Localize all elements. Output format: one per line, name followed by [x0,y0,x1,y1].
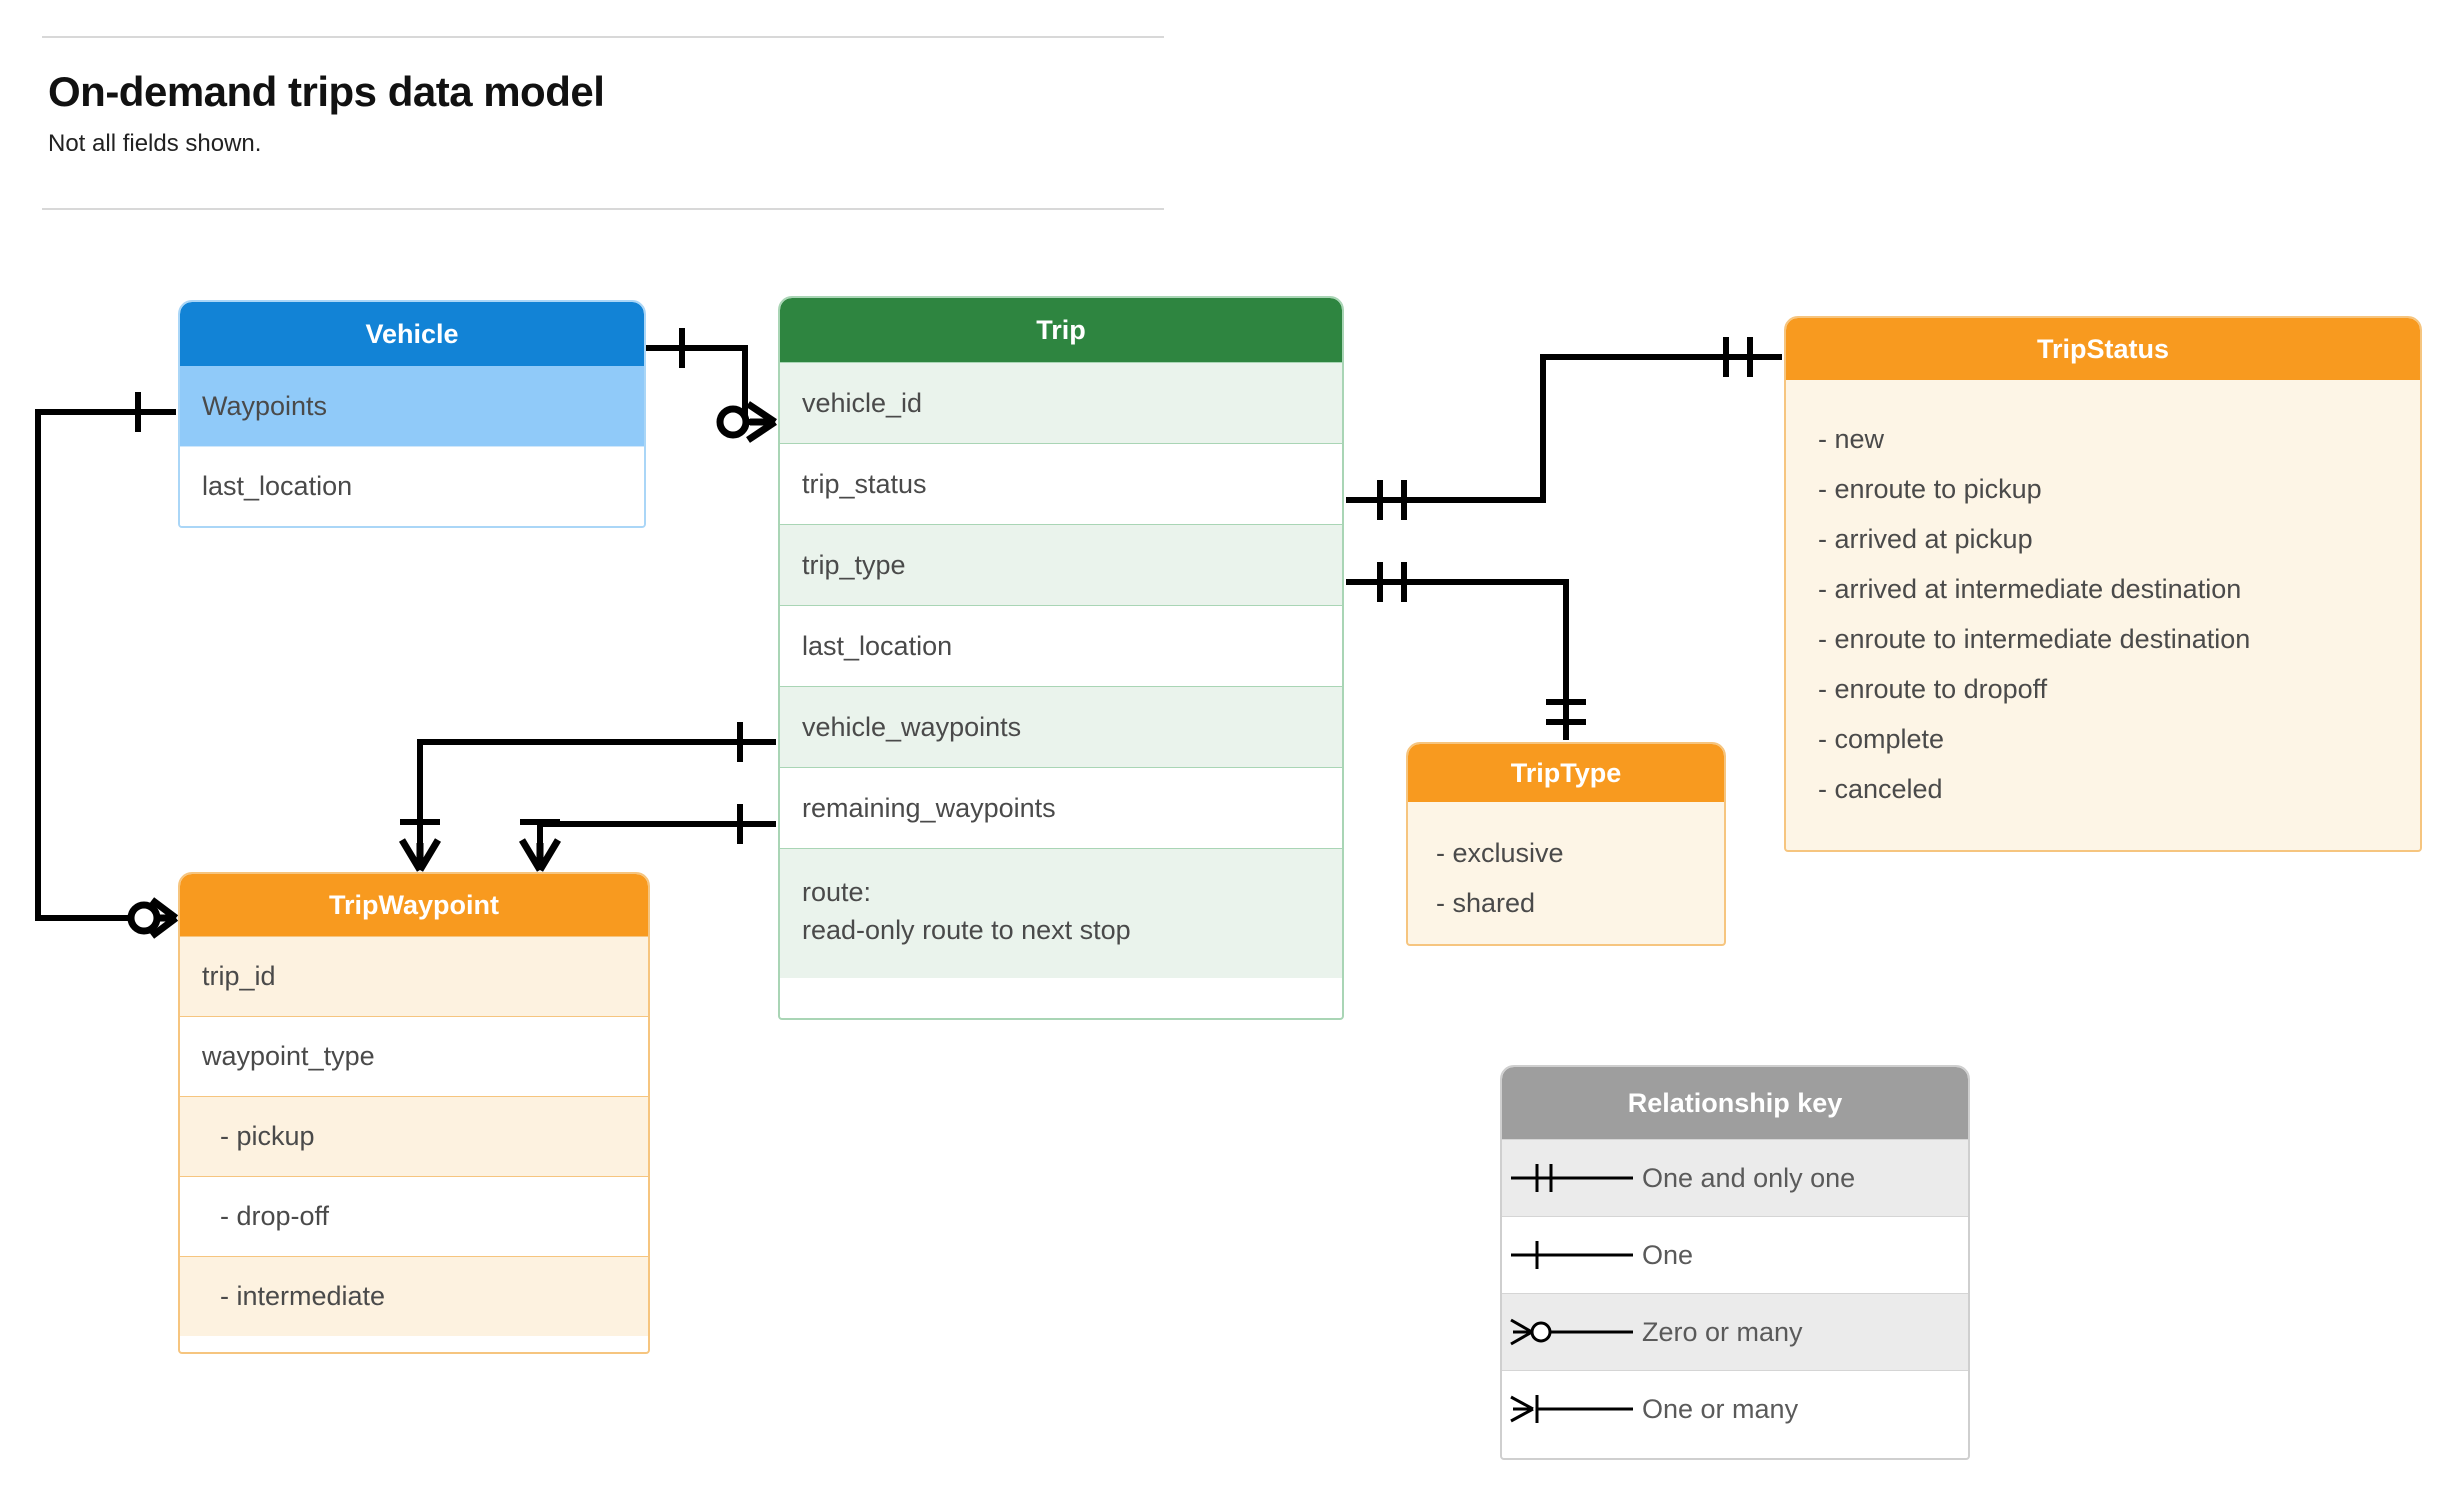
entity-trip-row-last-location[interactable]: last_location [780,605,1342,686]
triptype-value: - exclusive [1436,838,1564,868]
connector-vehicle-waypoints [417,739,776,862]
entity-trip-row-trip-type[interactable]: trip_type [780,524,1342,605]
tripstatus-value: - arrived at intermediate destination [1818,574,2242,604]
tripstatus-value: - enroute to intermediate destination [1818,624,2251,654]
tripstatus-value: - enroute to dropoff [1818,674,2048,704]
entity-tripwaypoint-row-pickup[interactable]: - pickup [180,1096,648,1176]
tripstatus-value: - canceled [1818,774,1943,804]
legend-row-one: One [1502,1216,1968,1293]
legend-label: Zero or many [1642,1316,1803,1347]
connector-vehicle-trip [646,345,775,425]
entity-trip-row-vehicle-waypoints[interactable]: vehicle_waypoints [780,686,1342,767]
entity-vehicle-row-last-location[interactable]: last_location [180,446,644,526]
connector-tripstatus [1346,354,1782,503]
entity-tripstatus-title: TripStatus [1786,318,2420,380]
entity-vehicle-title: Vehicle [180,302,644,366]
entity-tripstatus-values: - new - enroute to pickup - arrived at p… [1786,380,2420,814]
connector-remaining-waypoints [537,821,776,862]
entity-tripwaypoint-row-waypoint-type[interactable]: waypoint_type [180,1016,648,1096]
entity-tripstatus[interactable]: TripStatus - new - enroute to pickup - a… [1784,316,2422,852]
entity-triptype-title: TripType [1408,744,1724,802]
entity-vehicle-row-waypoints[interactable]: Waypoints [180,366,644,446]
entity-trip-route-desc: read-only route to next stop [802,915,1131,946]
entity-tripwaypoint-row-drop-off[interactable]: - drop-off [180,1176,648,1256]
header-divider-bottom [42,208,1164,210]
connector-vehicle-waypoints-tripwaypoint [35,409,176,921]
legend-row-zero-or-many: Zero or many [1502,1293,1968,1370]
relationship-key-title: Relationship key [1502,1067,1968,1139]
one-or-many-icon [1502,1389,1642,1429]
page-subtitle: Not all fields shown. [48,130,262,157]
entity-trip[interactable]: Trip vehicle_id trip_status trip_type la… [778,296,1344,1020]
entity-vehicle[interactable]: Vehicle Waypoints last_location [178,300,646,528]
header-divider-top [42,36,1164,38]
connector-triptype [1346,579,1569,740]
entity-trip-route-label: route: [802,877,872,907]
page-title: On-demand trips data model [48,68,605,115]
entity-tripwaypoint-row-intermediate[interactable]: - intermediate [180,1256,648,1336]
entity-tripwaypoint-title: TripWaypoint [180,874,648,936]
tripstatus-value: - arrived at pickup [1818,524,2033,554]
tripstatus-value: - new [1818,424,1885,454]
one-icon [1502,1235,1642,1275]
entity-trip-row-trip-status[interactable]: trip_status [780,443,1342,524]
entity-trip-title: Trip [780,298,1342,362]
entity-triptype-values: - exclusive - shared [1408,802,1724,928]
entity-trip-row-route[interactable]: route: read-only route to next stop [780,848,1342,978]
relationship-key-panel[interactable]: Relationship key One and only one One [1500,1065,1970,1460]
one-and-only-one-icon [1502,1158,1642,1198]
entity-tripwaypoint[interactable]: TripWaypoint trip_id waypoint_type - pic… [178,872,650,1354]
entity-tripwaypoint-row-trip-id[interactable]: trip_id [180,936,648,1016]
legend-label: One and only one [1642,1162,1856,1193]
legend-label: One or many [1642,1393,1799,1424]
legend-label: One [1642,1239,1694,1270]
legend-row-one-and-only-one: One and only one [1502,1139,1968,1216]
entity-trip-row-remaining-waypoints[interactable]: remaining_waypoints [780,767,1342,848]
tripstatus-value: - enroute to pickup [1818,474,2042,504]
tripstatus-value: - complete [1818,724,1945,754]
entity-trip-row-vehicle-id[interactable]: vehicle_id [780,362,1342,443]
entity-triptype[interactable]: TripType - exclusive - shared [1406,742,1726,946]
zero-or-many-icon [1502,1312,1642,1352]
legend-row-one-or-many: One or many [1502,1370,1968,1447]
triptype-value: - shared [1436,888,1536,918]
